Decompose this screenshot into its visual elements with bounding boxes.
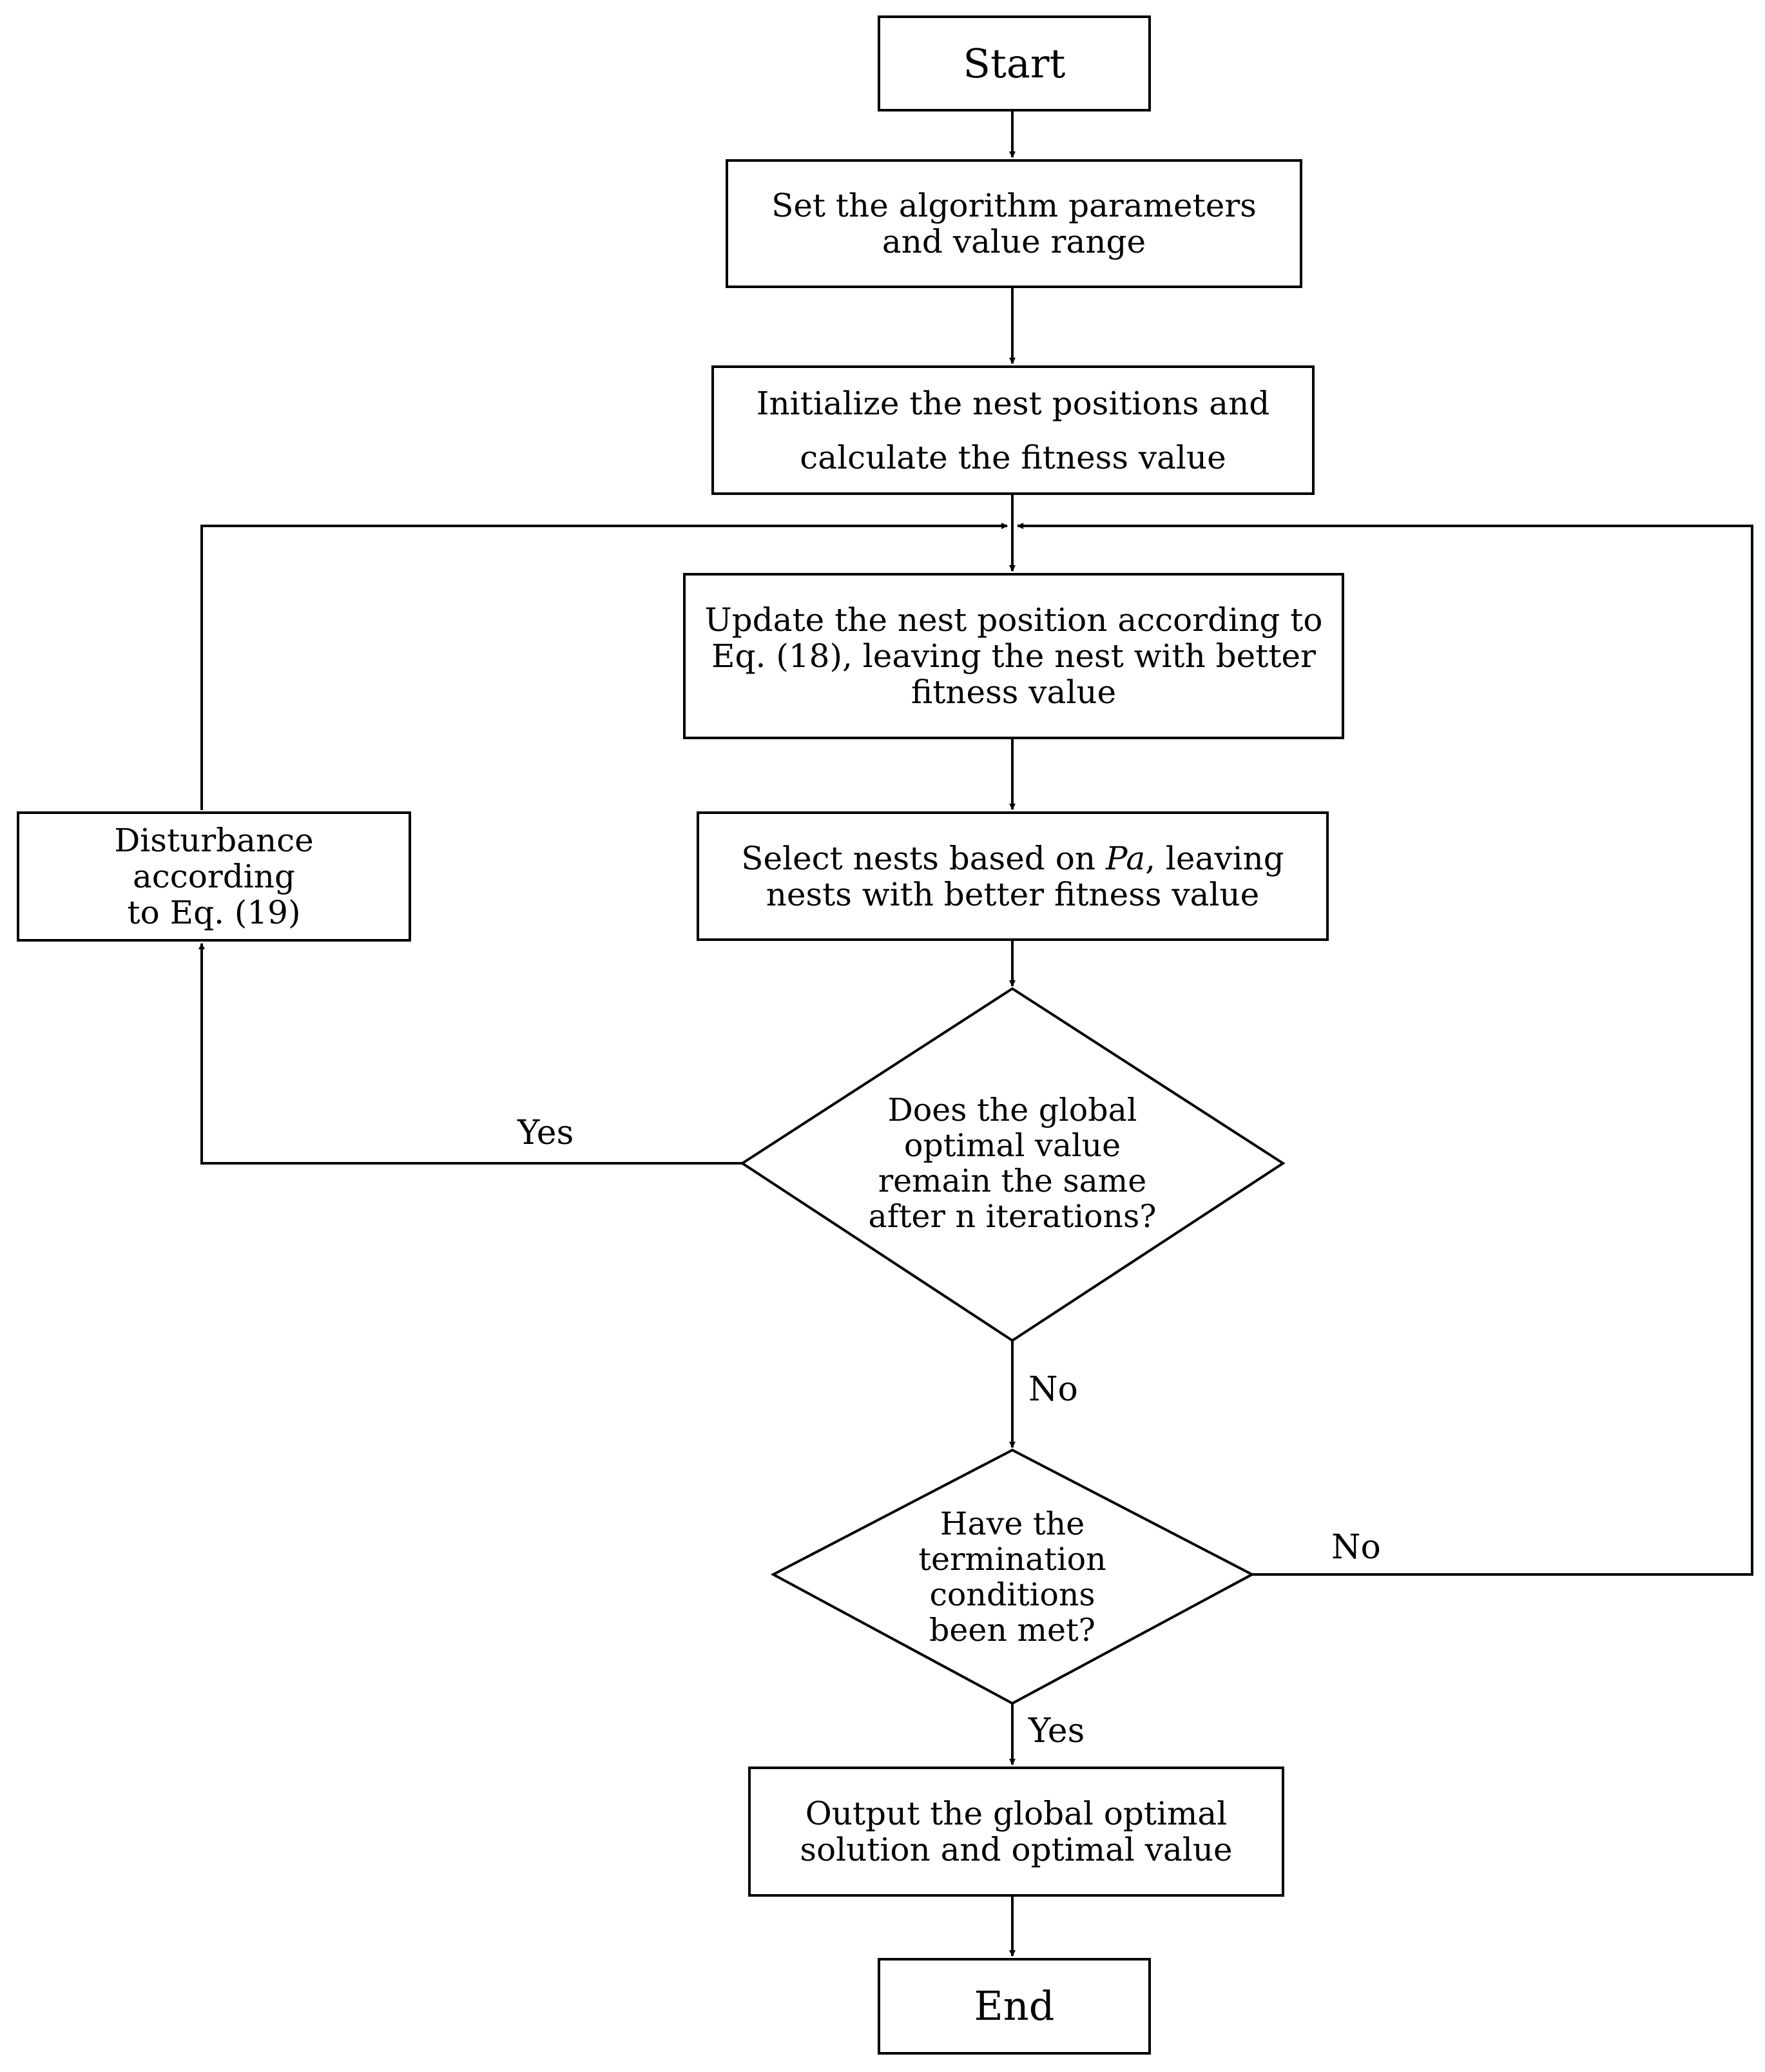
output-node: Output the global optimal solution and o…	[748, 1767, 1284, 1897]
disturbance-label: Disturbance according to Eq. (19)	[114, 822, 314, 931]
edge-label-global-yes: Yes	[517, 1114, 574, 1152]
start-node: Start	[878, 15, 1151, 111]
decision-global-shape	[740, 987, 1286, 1342]
arrow-disturbance-to-loop	[200, 523, 1008, 810]
edge-label-termination-no: No	[1331, 1528, 1381, 1567]
edge-label-global-no: No	[1028, 1370, 1078, 1409]
select-node: Select nests based on Pa, leaving nests …	[697, 811, 1329, 941]
arrow-decision-termination-no	[1017, 523, 1753, 1576]
end-label: End	[974, 1982, 1055, 2029]
set-params-label: Set the algorithm parameters and value r…	[771, 187, 1257, 260]
edge-label-termination-yes: Yes	[1028, 1712, 1085, 1750]
disturbance-node: Disturbance according to Eq. (19)	[17, 811, 411, 942]
end-node: End	[878, 1958, 1151, 2055]
decision-termination-shape	[770, 1448, 1255, 1705]
set-params-node: Set the algorithm parameters and value r…	[726, 159, 1302, 288]
update-label: Update the nest position according to Eq…	[704, 601, 1323, 711]
decision-termination-label: Have the termination conditions been met…	[918, 1506, 1106, 1649]
select-label: Select nests based on Pa, leaving nests …	[741, 839, 1284, 913]
arrow-decision-global-yes	[198, 943, 742, 1165]
update-node: Update the nest position according to Eq…	[683, 573, 1344, 739]
pa-symbol: Pa	[1105, 839, 1146, 877]
output-label: Output the global optimal solution and o…	[800, 1795, 1233, 1868]
decision-global-label: Does the global optimal value remain the…	[868, 1092, 1157, 1235]
start-label: Start	[963, 39, 1066, 87]
initialize-label: Initialize the nest positions and calcul…	[756, 384, 1270, 476]
initialize-node: Initialize the nest positions and calcul…	[711, 365, 1315, 495]
